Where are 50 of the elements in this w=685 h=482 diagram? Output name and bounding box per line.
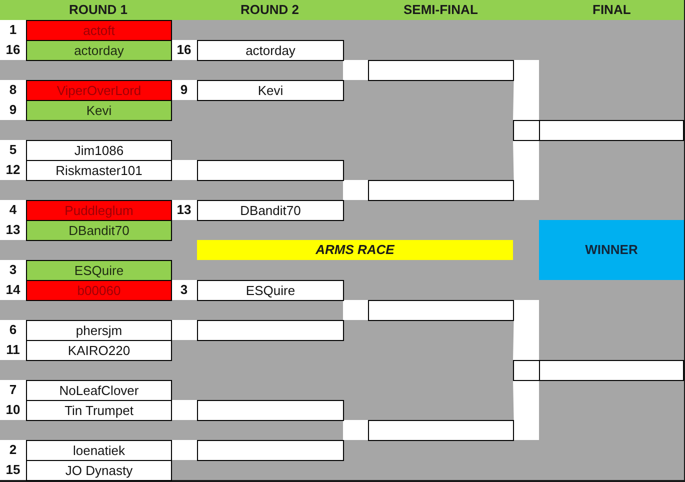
player-slot: Riskmaster101 bbox=[26, 160, 172, 181]
seed-number: 15 bbox=[0, 460, 26, 480]
player-slot: DBandit70 bbox=[197, 200, 344, 221]
player-slot: Kevi bbox=[26, 100, 172, 121]
bracket-connector bbox=[513, 300, 539, 360]
player-slot: JO Dynasty bbox=[26, 460, 172, 481]
player-slot: actoft bbox=[26, 20, 172, 41]
player-slot: DBandit70 bbox=[26, 220, 172, 241]
player-slot: Tin Trumpet bbox=[26, 400, 172, 421]
player-slot: Jim1086 bbox=[26, 140, 172, 161]
seed-number: 9 bbox=[0, 100, 26, 120]
player-slot: KAIRO220 bbox=[26, 340, 172, 361]
seed-number: 11 bbox=[0, 340, 26, 360]
seed-number: 4 bbox=[0, 200, 26, 220]
seed-number: 12 bbox=[0, 160, 26, 180]
seed-number: 5 bbox=[0, 140, 26, 160]
bracket-connector bbox=[513, 140, 539, 200]
seed-number: 13 bbox=[171, 200, 197, 220]
bracket-connector bbox=[513, 380, 539, 440]
seed-number: 9 bbox=[171, 80, 197, 100]
winner-panel: WINNER bbox=[539, 220, 684, 280]
seed-number: 3 bbox=[0, 260, 26, 280]
column-header: ROUND 2 bbox=[240, 1, 300, 19]
player-slot: b00060 bbox=[26, 280, 172, 301]
column-header: FINAL bbox=[592, 1, 631, 19]
player-slot: actorday bbox=[197, 40, 344, 61]
player-slot: ESQuire bbox=[26, 260, 172, 281]
player-slot: ESQuire bbox=[197, 280, 344, 301]
seed-number: 8 bbox=[0, 80, 26, 100]
seed-number: 7 bbox=[0, 380, 26, 400]
column-header: ROUND 1 bbox=[69, 1, 128, 19]
player-slot: NoLeafClover bbox=[26, 380, 172, 401]
seed-number: 1 bbox=[0, 20, 26, 40]
player-slot: ViperOverLord bbox=[26, 80, 172, 101]
seed-number: 6 bbox=[0, 320, 26, 340]
seed-number: 16 bbox=[171, 40, 197, 60]
player-slot: phersjm bbox=[26, 320, 172, 341]
seed-number: 2 bbox=[0, 440, 26, 460]
player-slot: loenatiek bbox=[26, 440, 172, 461]
player-slot: actorday bbox=[26, 40, 172, 61]
seed-number: 10 bbox=[0, 400, 26, 420]
seed-number: 16 bbox=[0, 40, 26, 60]
player-slot: Kevi bbox=[197, 80, 344, 101]
player-slot: Puddleglum bbox=[26, 200, 172, 221]
seed-number: 14 bbox=[0, 280, 26, 300]
seed-number: 13 bbox=[0, 220, 26, 240]
column-header: SEMI-FINAL bbox=[404, 1, 478, 19]
event-banner: ARMS RACE bbox=[197, 240, 513, 260]
seed-number: 3 bbox=[171, 280, 197, 300]
bracket-connector bbox=[513, 60, 539, 120]
